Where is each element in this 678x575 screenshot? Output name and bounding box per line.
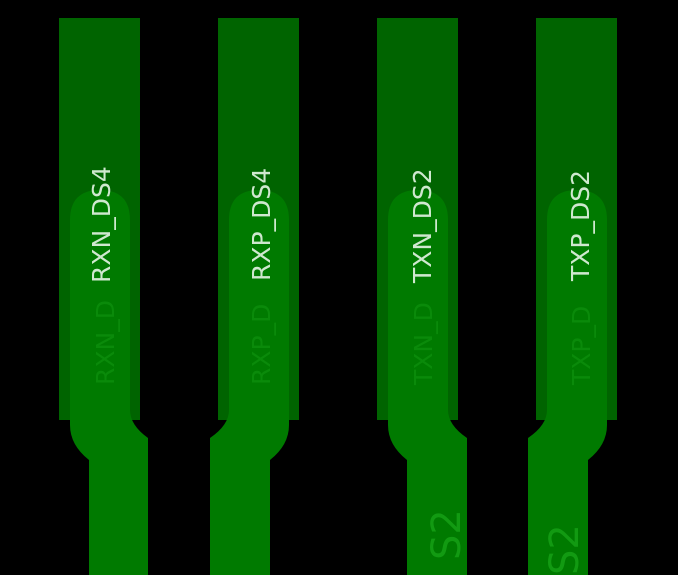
- net-label: TXP_DS2: [566, 170, 595, 282]
- trace-segment[interactable]: [210, 190, 289, 575]
- ghost-net-label: RXP_D: [247, 304, 276, 385]
- bottom-net-fragment: S2: [424, 509, 470, 560]
- trace-group-txn-ds2[interactable]: TXN_D TXN_DS2 S2: [377, 18, 470, 575]
- net-label: TXN_DS2: [408, 168, 437, 284]
- trace-group-rxp-ds4[interactable]: RXP_D RXP_DS4: [210, 18, 299, 575]
- trace-group-txp-ds2[interactable]: TXP_D TXP_DS2 S2: [528, 18, 617, 575]
- ghost-net-label: TXP_D: [567, 306, 596, 386]
- bottom-net-fragment: S2: [542, 524, 588, 575]
- trace-group-rxn-ds4[interactable]: RXN_D RXN_DS4: [59, 18, 148, 575]
- trace-segment[interactable]: [70, 190, 148, 575]
- net-label: RXN_DS4: [87, 166, 116, 283]
- trace-segment[interactable]: [388, 190, 467, 575]
- ghost-net-label: RXN_D: [91, 300, 120, 385]
- net-label: RXP_DS4: [247, 168, 276, 281]
- trace-segment[interactable]: [528, 190, 607, 575]
- ghost-net-label: TXN_D: [409, 302, 438, 386]
